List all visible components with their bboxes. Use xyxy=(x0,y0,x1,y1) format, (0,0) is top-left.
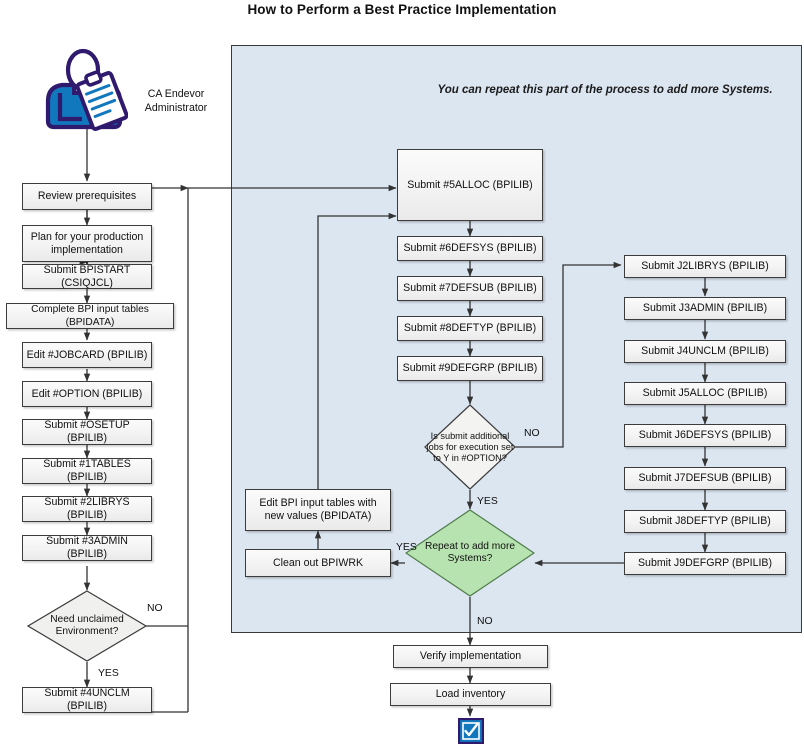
decision-need-unclaimed-environment[interactable]: Need unclaimed Environment? xyxy=(27,590,147,662)
node-submit-6defsys[interactable]: Submit #6DEFSYS (BPILIB) xyxy=(397,236,543,261)
page-title: How to Perform a Best Practice Implement… xyxy=(247,2,557,17)
edge-label-repeat-no: NO xyxy=(477,616,493,627)
node-load-inventory[interactable]: Load inventory xyxy=(390,683,551,706)
administrator-person-clipboard-icon xyxy=(40,47,129,135)
edge-label-additional-jobs-no: NO xyxy=(524,428,540,439)
node-verify-implementation[interactable]: Verify implementation xyxy=(393,645,548,668)
edge-label-repeat-yes: YES xyxy=(396,542,417,553)
node-submit-bpistart[interactable]: Submit BPISTART (CSIQJCL) xyxy=(22,264,152,289)
node-submit-j2librys[interactable]: Submit J2LIBRYS (BPILIB) xyxy=(624,255,786,278)
node-submit-4unclm[interactable]: Submit #4UNCLM (BPILIB) xyxy=(22,687,152,713)
node-submit-2librys[interactable]: Submit #2LIBRYS (BPILIB) xyxy=(22,496,152,522)
decision-submit-additional-jobs-label: Is submit additional jobs for execution … xyxy=(426,430,514,463)
node-submit-j6defsys[interactable]: Submit J6DEFSYS (BPILIB) xyxy=(624,424,786,447)
node-submit-9defgrp[interactable]: Submit #9DEFGRP (BPILIB) xyxy=(397,356,543,381)
decision-need-unclaimed-environment-label: Need unclaimed Environment? xyxy=(50,613,124,637)
node-submit-j3admin[interactable]: Submit J3ADMIN (BPILIB) xyxy=(624,297,786,320)
node-complete-bpi-input-tables[interactable]: Complete BPI input tables (BPIDATA) xyxy=(6,303,174,329)
node-submit-j8deftyp[interactable]: Submit J8DEFTYP (BPILIB) xyxy=(624,510,786,533)
decision-repeat-add-more-systems[interactable]: Repeat to add more Systems? xyxy=(405,509,535,597)
node-clean-out-bpiwrk[interactable]: Clean out BPIWRK xyxy=(245,549,391,577)
checked-checkbox-icon xyxy=(457,717,485,745)
node-submit-j7defsub[interactable]: Submit J7DEFSUB (BPILIB) xyxy=(624,467,786,490)
node-review-prerequisites[interactable]: Review prerequisites xyxy=(22,183,152,210)
node-submit-j4unclm[interactable]: Submit J4UNCLM (BPILIB) xyxy=(624,340,786,363)
repeat-section-note: You can repeat this part of the process … xyxy=(437,84,773,96)
node-submit-j5alloc[interactable]: Submit J5ALLOC (BPILIB) xyxy=(624,382,786,405)
node-edit-option[interactable]: Edit #OPTION (BPILIB) xyxy=(22,381,152,407)
actor-label: CA Endevor Administrator xyxy=(144,88,208,114)
node-submit-j9defgrp[interactable]: Submit J9DEFGRP (BPILIB) xyxy=(624,552,786,575)
node-submit-1tables[interactable]: Submit #1TABLES (BPILIB) xyxy=(22,458,152,484)
node-edit-bpi-input-tables-new-values[interactable]: Edit BPI input tables with new values (B… xyxy=(245,489,391,531)
node-edit-jobcard[interactable]: Edit #JOBCARD (BPILIB) xyxy=(22,342,152,368)
node-submit-osetup[interactable]: Submit #OSETUP (BPILIB) xyxy=(22,419,152,445)
node-submit-5alloc[interactable]: Submit #5ALLOC (BPILIB) xyxy=(397,149,543,221)
node-plan-production-implementation[interactable]: Plan for your production implementation xyxy=(22,225,152,262)
edge-label-unclaimed-no: NO xyxy=(147,603,163,614)
node-submit-7defsub[interactable]: Submit #7DEFSUB (BPILIB) xyxy=(397,276,543,301)
edge-label-unclaimed-yes: YES xyxy=(98,668,119,679)
node-submit-3admin[interactable]: Submit #3ADMIN (BPILIB) xyxy=(22,535,152,561)
edge-label-additional-jobs-yes: YES xyxy=(477,496,498,507)
node-submit-8deftyp[interactable]: Submit #8DEFTYP (BPILIB) xyxy=(397,316,543,341)
decision-repeat-add-more-systems-label: Repeat to add more Systems? xyxy=(424,540,516,564)
decision-submit-additional-jobs[interactable]: Is submit additional jobs for execution … xyxy=(424,404,516,490)
